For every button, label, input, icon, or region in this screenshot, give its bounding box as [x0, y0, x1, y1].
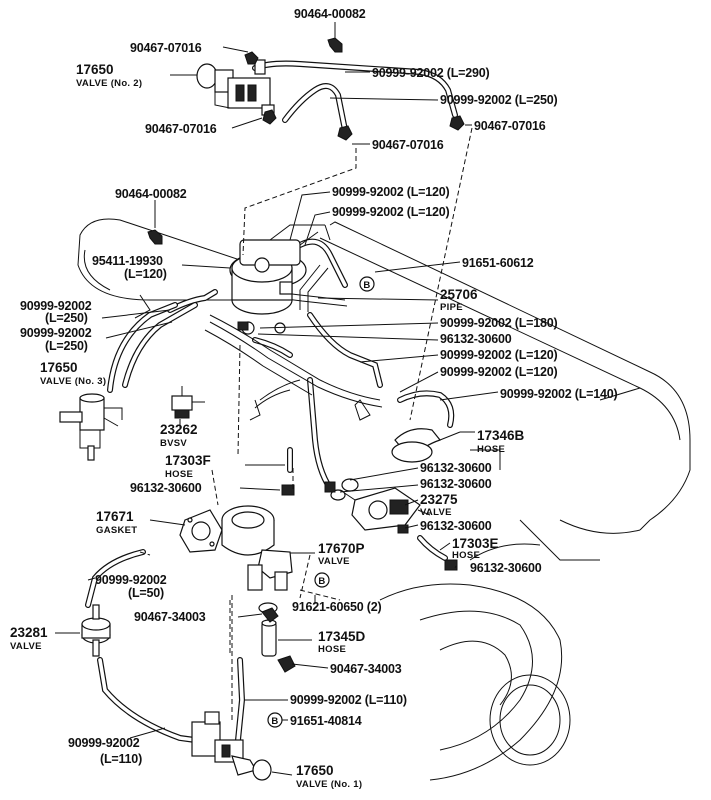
label-17303f-number: 17303F	[165, 453, 211, 468]
marker-b-2-text: B	[318, 576, 325, 587]
label-hose-l180: 90999-92002 (L=180)	[440, 316, 558, 330]
label-23262-name: BVSV	[160, 438, 187, 449]
label-90467-c: 90467-07016	[474, 119, 546, 133]
hose-17346b-drawing	[354, 399, 442, 463]
label-hose-l250b-length: (L=250)	[45, 311, 88, 325]
label-17345d-number: 17345D	[318, 629, 366, 644]
label-90464-mid: 90464-00082	[115, 187, 187, 201]
label-96132-c: 96132-30600	[130, 481, 202, 495]
label-95411-length: (L=120)	[124, 267, 167, 281]
label-25706-number: 25706	[440, 287, 478, 302]
label-17671-number: 17671	[96, 509, 134, 524]
label-hose-l110b-length: (L=110)	[100, 752, 142, 766]
marker-b-1: B	[359, 276, 375, 292]
air-cleaner-outline	[77, 218, 251, 319]
label-hose-l120a: 90999-92002 (L=120)	[332, 185, 450, 199]
engine-block-outline	[319, 221, 691, 781]
label-96132-d: 96132-30600	[420, 477, 492, 491]
label-95411-number: 95411-19930	[92, 254, 163, 268]
label-91651-b: 91651-40814	[290, 714, 362, 728]
label-17650-v2-number: 17650	[76, 62, 114, 77]
label-hose-l120c: 90999-92002 (L=120)	[440, 348, 558, 362]
valve-no3-drawing	[59, 393, 123, 461]
label-hose-l140: 90999-92002 (L=140)	[500, 387, 618, 401]
valve-no2-drawing	[196, 59, 275, 116]
label-25706-name: PIPE	[440, 302, 463, 313]
marker-b-3: B	[267, 712, 283, 728]
label-17303e-name: HOSE	[452, 550, 480, 561]
label-90467-b: 90467-07016	[145, 122, 217, 136]
valve-23281-drawing	[81, 604, 111, 657]
egr-valve-drawing	[221, 505, 293, 614]
label-90467-d: 90467-07016	[372, 138, 444, 152]
label-17650-v1-name: VALVE (No. 1)	[296, 779, 362, 790]
label-23275-number: 23275	[420, 492, 458, 507]
label-90467-34003-a: 90467-34003	[134, 610, 206, 624]
label-17650-v3-number: 17650	[40, 360, 78, 375]
marker-b-1-text: B	[363, 280, 370, 291]
label-17303f-name: HOSE	[165, 469, 193, 480]
label-hose-l120b: 90999-92002 (L=120)	[332, 205, 450, 219]
label-hose-l120d: 90999-92002 (L=120)	[440, 365, 558, 379]
label-hose-l50-number: 90999-92002	[95, 573, 167, 587]
label-17650-v2-name: VALVE (No. 2)	[76, 78, 142, 89]
label-17670p-name: VALVE	[318, 556, 350, 567]
label-17670p-number: 17670P	[318, 541, 365, 556]
label-17650-v1-number: 17650	[296, 763, 334, 778]
marker-b-3-text: B	[271, 716, 278, 727]
label-17345d-name: HOSE	[318, 644, 346, 655]
label-17650-v3-name: VALVE (No. 3)	[40, 376, 106, 387]
label-96132-e: 96132-30600	[420, 519, 492, 533]
part-labels: 90464-00082 90467-07016 17650 VALVE (No.…	[10, 7, 618, 790]
label-23281-name: VALVE	[10, 641, 42, 652]
label-17346b-number: 17346B	[477, 428, 525, 443]
hoses	[85, 60, 458, 743]
label-hose-l250c-length: (L=250)	[45, 339, 88, 353]
label-96132-b: 96132-30600	[420, 461, 492, 475]
label-hose-l50-length: (L=50)	[128, 586, 164, 600]
label-17671-name: GASKET	[96, 525, 137, 536]
label-23275-name: VALVE	[420, 507, 452, 518]
bvsv-drawing	[171, 386, 205, 419]
label-23262-number: 23262	[160, 422, 198, 437]
label-hose-l290: 90999-92002 (L=290)	[372, 66, 490, 80]
label-90467-a: 90467-07016	[130, 41, 202, 55]
label-hose-l250b-number: 90999-92002	[20, 299, 92, 313]
leader-lines	[55, 22, 499, 776]
label-90464-top: 90464-00082	[294, 7, 366, 21]
vacuum-unit-drawing	[229, 224, 331, 335]
label-hose-l110b-number: 90999-92002	[68, 736, 140, 750]
dashed-locator-lines	[139, 127, 473, 720]
label-hose-l110a: 90999-92002 (L=110)	[290, 693, 407, 707]
valve-no1-drawing	[191, 711, 272, 781]
label-90467-34003-b: 90467-34003	[330, 662, 402, 676]
valve-23275-drawing	[330, 478, 431, 531]
marker-b-2: B	[314, 572, 330, 588]
label-91621: 91621-60650 (2)	[292, 600, 381, 614]
clamp-drawings-lower	[237, 321, 458, 673]
label-17303e-number: 17303E	[452, 536, 499, 551]
label-17346b-name: HOSE	[477, 444, 505, 455]
label-23281-number: 23281	[10, 625, 48, 640]
clip-drawings	[147, 37, 465, 245]
label-hose-l250a: 90999-92002 (L=250)	[440, 93, 558, 107]
gasket-drawing	[179, 509, 223, 553]
label-91651-a: 91651-60612	[462, 256, 534, 270]
label-96132-a: 96132-30600	[440, 332, 512, 346]
label-96132-f: 96132-30600	[470, 561, 542, 575]
label-hose-l250c-number: 90999-92002	[20, 326, 92, 340]
